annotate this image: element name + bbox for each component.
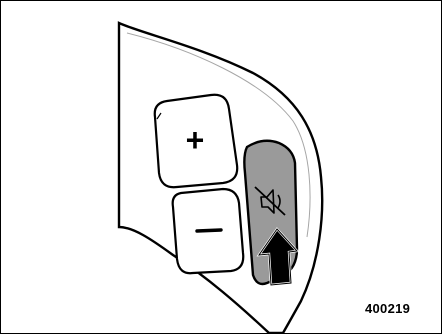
volume-up-button: + (155, 95, 237, 187)
volume-down-button (173, 189, 244, 273)
volume-up-symbol: + (186, 122, 205, 158)
volume-down-symbol (197, 230, 221, 231)
figure-id-label: 400219 (365, 301, 410, 316)
